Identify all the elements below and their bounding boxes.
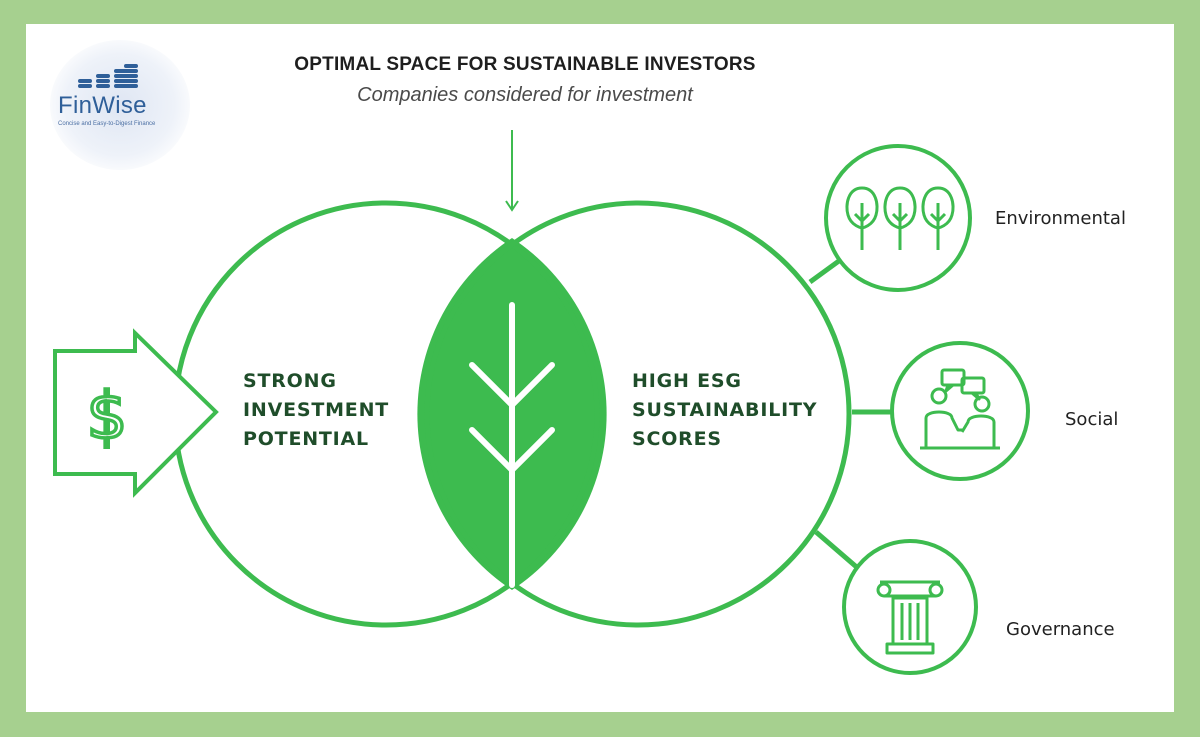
logo-background xyxy=(50,40,190,170)
environmental-label: Environmental xyxy=(995,208,1126,229)
social-label: Social xyxy=(1065,409,1119,430)
esg-label-line: HIGH ESG xyxy=(632,370,742,392)
svg-text:$: $ xyxy=(87,380,128,454)
social-circle xyxy=(890,341,1030,481)
leaf-icon xyxy=(469,302,555,588)
logo-tagline: Concise and Easy-to-Digest Finance xyxy=(58,121,156,127)
diagram-title: OPTIMAL SPACE FOR SUSTAINABLE INVESTORS xyxy=(294,54,756,75)
coin-stack-icon xyxy=(78,64,138,88)
diagram-subtitle: Companies considered for investment xyxy=(357,84,693,106)
investment-label: STRONG INVESTMENT POTENTIAL xyxy=(243,367,389,454)
logo-wordmark: FinWise xyxy=(58,92,147,119)
governance-label: Governance xyxy=(1006,619,1115,640)
pillar-connectors xyxy=(808,255,893,572)
esg-circle xyxy=(424,200,852,628)
esg-label-line: SCORES xyxy=(632,428,722,450)
trees-icon xyxy=(845,186,955,250)
investment-label-line: POTENTIAL xyxy=(243,428,369,450)
esg-label-line: SUSTAINABILITY xyxy=(632,399,818,421)
esg-label: HIGH ESG SUSTAINABILITY SCORES xyxy=(632,367,817,454)
investment-label-line: STRONG xyxy=(243,370,337,392)
down-arrow-icon xyxy=(505,130,519,212)
people-meeting-icon xyxy=(920,368,1000,450)
investment-label-line: INVESTMENT xyxy=(243,399,390,421)
column-icon xyxy=(876,580,944,655)
dollar-arrow-icon: $ xyxy=(53,328,219,498)
